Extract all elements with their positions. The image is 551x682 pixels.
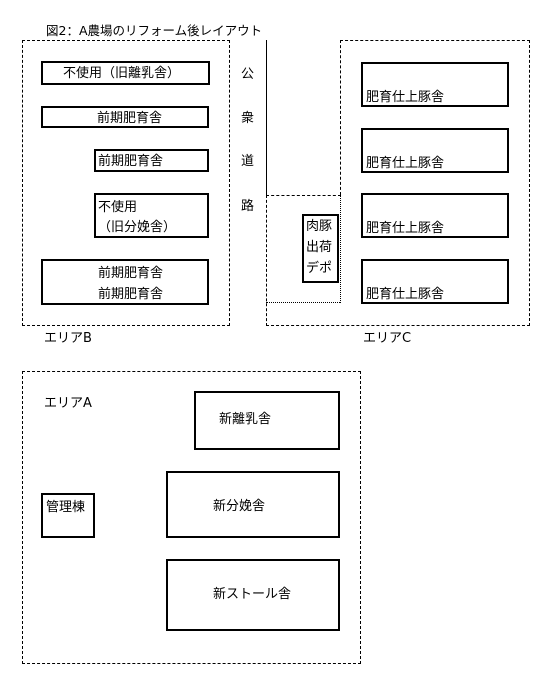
- bldg-label: 肥育仕上豚舎: [366, 221, 445, 236]
- bldg-label-line1: 前期肥育舎: [98, 266, 164, 281]
- area-c-inner-edge: [340, 40, 341, 195]
- road-label-char-1: 公: [241, 67, 255, 82]
- road-edge-line: [266, 40, 267, 195]
- depot-path-right: [340, 195, 341, 303]
- road-label-char-4: 路: [241, 199, 255, 214]
- bldg-a-management: 管理棟: [41, 493, 95, 538]
- bldg-label-line1: 不使用: [98, 200, 138, 215]
- bldg-a-new-weaning: 新離乳舎: [194, 391, 340, 450]
- bldg-b-early-fattening-1: 前期肥育舎: [41, 106, 209, 128]
- depot-label-line1: 肉豚: [306, 219, 333, 234]
- bldg-label: 前期肥育舎: [97, 111, 163, 126]
- bldg-b-early-fattening-2: 前期肥育舎: [94, 149, 209, 172]
- depot-path-bottom: [266, 302, 340, 303]
- depot-label-line2: 出荷: [306, 240, 333, 255]
- depot-label-line3: デポ: [306, 261, 333, 276]
- bldg-label: 新ストール舎: [213, 587, 292, 602]
- area-b-boundary: [22, 40, 230, 326]
- bldg-label: 管理棟: [46, 500, 86, 515]
- bldg-c-finishing-2: 肥育仕上豚舎: [361, 128, 509, 173]
- area-a-label: エリアA: [44, 396, 92, 411]
- area-a-boundary: [22, 371, 361, 664]
- area-c-left-edge: [266, 195, 267, 326]
- bldg-a-new-farrowing: 新分娩舎: [166, 471, 340, 538]
- bldg-c-finishing-1: 肥育仕上豚舎: [361, 62, 509, 107]
- bldg-label: 肥育仕上豚舎: [366, 287, 445, 302]
- bldg-label: 新離乳舎: [219, 412, 272, 427]
- road-label-char-2: 衆: [241, 111, 255, 126]
- diagram-title: 図2：A農場のリフォーム後レイアウト: [46, 23, 263, 38]
- area-c-boundary: [266, 40, 530, 326]
- bldg-label-line2: 前期肥育舎: [98, 287, 164, 302]
- bldg-label: 前期肥育舎: [98, 154, 164, 169]
- area-c-top-edge: [340, 40, 530, 41]
- bldg-label-line2: （旧分娩舎）: [98, 220, 177, 235]
- bldg-b-unused-farrowing: 不使用 （旧分娩舎）: [94, 193, 209, 238]
- bldg-c-shipping-depot: 肉豚 出荷 デポ: [302, 214, 339, 283]
- bldg-b-early-fattening-3: 前期肥育舎 前期肥育舎: [41, 259, 209, 305]
- area-c-label: エリアC: [363, 331, 412, 346]
- bldg-label: 新分娩舎: [213, 499, 266, 514]
- bldg-label: 肥育仕上豚舎: [366, 90, 445, 105]
- road-label-char-3: 道: [241, 154, 255, 169]
- area-b-label: エリアB: [44, 331, 92, 346]
- area-c-step-edge: [266, 195, 341, 196]
- bldg-label: 不使用（旧離乳舎）: [63, 66, 181, 81]
- bldg-c-finishing-4: 肥育仕上豚舎: [361, 259, 509, 304]
- bldg-c-finishing-3: 肥育仕上豚舎: [361, 193, 509, 238]
- bldg-label: 肥育仕上豚舎: [366, 156, 445, 171]
- bldg-a-new-stall: 新ストール舎: [166, 559, 340, 631]
- bldg-b-unused-weaning: 不使用（旧離乳舎）: [41, 61, 210, 85]
